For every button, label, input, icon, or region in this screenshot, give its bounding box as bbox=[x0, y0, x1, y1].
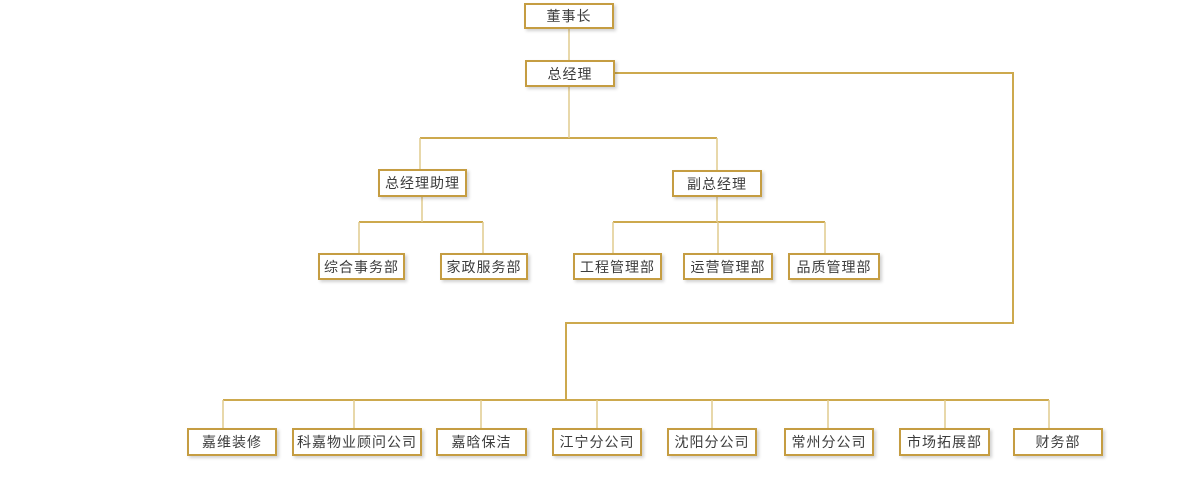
org-node-jiangning-branch: 江宁分公司 bbox=[552, 428, 642, 456]
org-node-changzhou-branch: 常州分公司 bbox=[784, 428, 874, 456]
org-node-label: 董事长 bbox=[546, 8, 592, 24]
org-node-jiahan-cleaning: 嘉晗保洁 bbox=[436, 428, 527, 456]
org-node-label: 常州分公司 bbox=[791, 434, 867, 450]
org-node-label: 总经理 bbox=[547, 65, 593, 82]
org-node-shenyang-branch: 沈阳分公司 bbox=[667, 428, 757, 456]
org-node-kejia-property: 科嘉物业顾问公司 bbox=[292, 428, 422, 456]
org-node-label: 科嘉物业顾问公司 bbox=[297, 434, 417, 450]
org-node-label: 市场拓展部 bbox=[907, 434, 982, 450]
org-node-engineering: 工程管理部 bbox=[573, 253, 662, 280]
org-node-label: 综合事务部 bbox=[324, 258, 399, 275]
org-node-label: 嘉维装修 bbox=[202, 434, 262, 450]
org-node-label: 副总经理 bbox=[687, 175, 747, 192]
org-node-jiawei-decoration: 嘉维装修 bbox=[187, 428, 277, 456]
connector-gm-loop bbox=[565, 72, 1014, 400]
org-node-label: 总经理助理 bbox=[385, 175, 460, 191]
org-node-market-expansion: 市场拓展部 bbox=[899, 428, 990, 456]
org-node-label: 品质管理部 bbox=[796, 258, 872, 275]
org-node-general-affairs: 综合事务部 bbox=[318, 253, 405, 280]
org-node-operations: 运营管理部 bbox=[683, 253, 773, 280]
org-node-label: 工程管理部 bbox=[580, 258, 655, 275]
org-node-label: 财务部 bbox=[1035, 434, 1081, 450]
org-node-general-manager: 总经理 bbox=[525, 60, 615, 87]
org-node-deputy-gm: 副总经理 bbox=[672, 170, 762, 197]
org-node-housekeeping: 家政服务部 bbox=[440, 253, 528, 280]
org-node-chairman: 董事长 bbox=[524, 3, 614, 29]
org-node-finance: 财务部 bbox=[1013, 428, 1103, 456]
org-node-gm-assistant: 总经理助理 bbox=[378, 169, 467, 197]
org-node-label: 江宁分公司 bbox=[559, 434, 635, 450]
org-node-quality: 品质管理部 bbox=[788, 253, 880, 280]
org-node-label: 沈阳分公司 bbox=[674, 434, 750, 450]
org-node-label: 嘉晗保洁 bbox=[451, 434, 512, 450]
org-node-label: 运营管理部 bbox=[690, 258, 766, 275]
org-node-label: 家政服务部 bbox=[446, 258, 522, 275]
